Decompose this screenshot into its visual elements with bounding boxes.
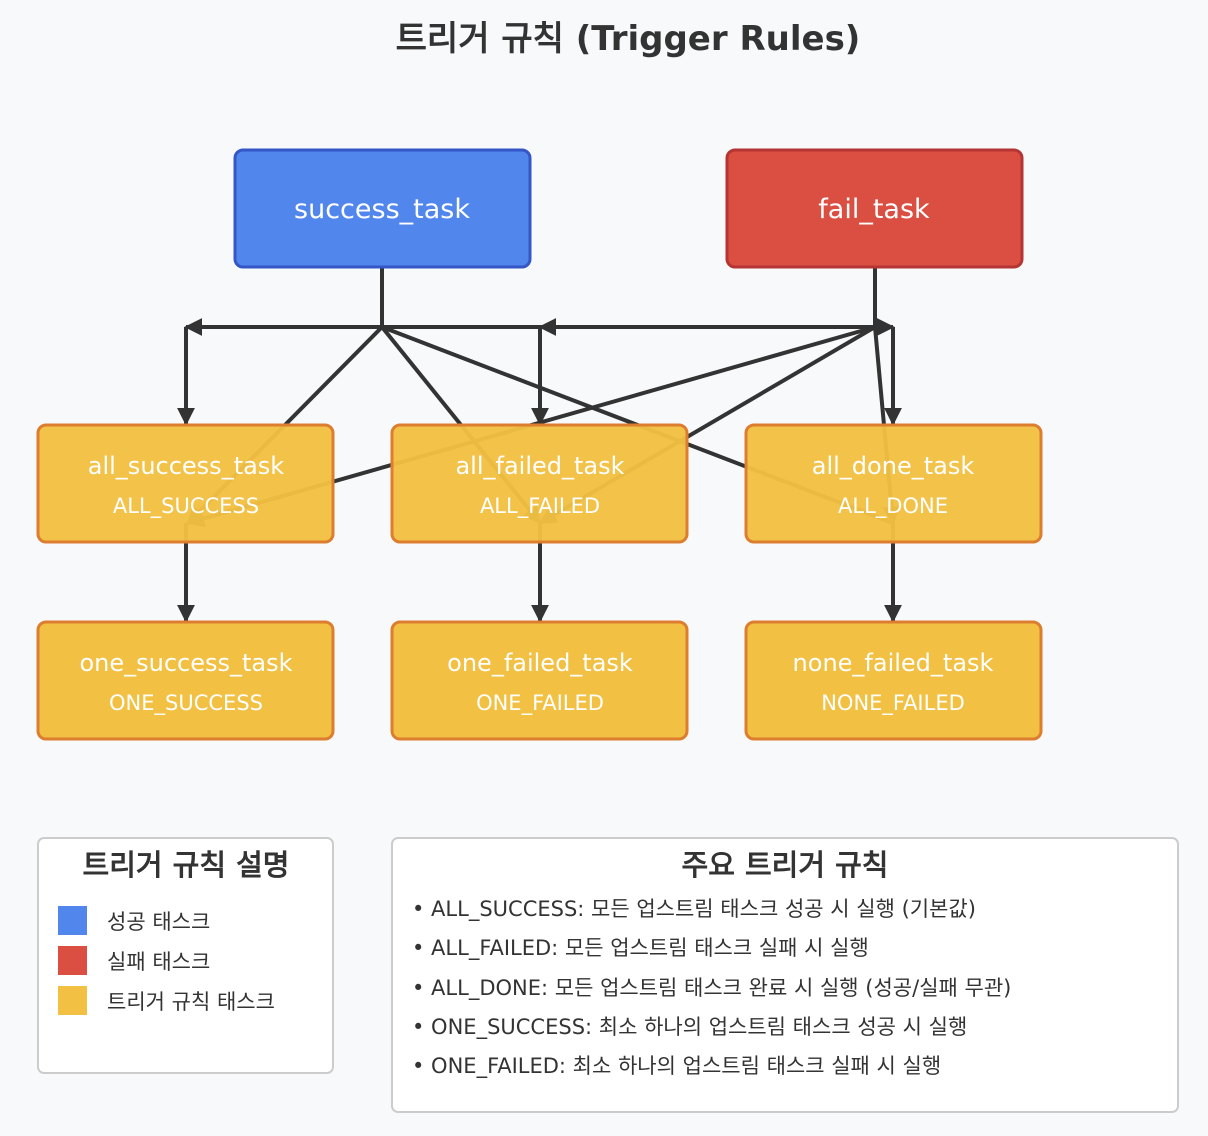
node-fail-task-label: fail_task <box>818 194 930 225</box>
node-one-success-task-label: one_success_task <box>79 649 292 677</box>
node-all-done-task-rule: ALL_DONE <box>838 494 948 519</box>
node-none-failed-task-label: none_failed_task <box>793 649 994 677</box>
legend-label-fail: 실패 태스크 <box>107 950 210 974</box>
node-all-failed-task-rule: ALL_FAILED <box>480 494 600 519</box>
rule-item-one-success: • ONE_SUCCESS: 최소 하나의 업스트림 태스크 성공 시 실행 <box>412 1015 967 1040</box>
node-one-failed-task-rule: ONE_FAILED <box>476 691 604 716</box>
node-all-success-task: all_success_task ALL_SUCCESS <box>36 423 335 544</box>
node-all-failed-task-label: all_failed_task <box>455 452 624 480</box>
node-all-done-task: all_done_task ALL_DONE <box>744 423 1043 544</box>
legend-item-fail: 실패 태스크 <box>58 946 210 975</box>
node-none-failed-task: none_failed_task NONE_FAILED <box>744 620 1043 741</box>
legend-title: 트리거 규칙 설명 <box>83 848 290 882</box>
legend-swatch-fail <box>58 946 87 975</box>
node-none-failed-task-rule: NONE_FAILED <box>821 691 965 716</box>
legend-swatch-trigger <box>58 986 87 1015</box>
legend-label-trigger: 트리거 규칙 태스크 <box>107 990 275 1014</box>
node-one-success-task-rule: ONE_SUCCESS <box>109 691 263 716</box>
node-all-failed-task: all_failed_task ALL_FAILED <box>390 423 689 544</box>
node-one-success-task: one_success_task ONE_SUCCESS <box>36 620 335 741</box>
node-all-success-task-rule: ALL_SUCCESS <box>113 494 259 519</box>
node-fail-task: fail_task <box>725 148 1024 269</box>
node-all-success-task-label: all_success_task <box>88 452 285 480</box>
node-one-failed-task: one_failed_task ONE_FAILED <box>390 620 689 741</box>
rule-item-one-failed: • ONE_FAILED: 최소 하나의 업스트림 태스크 실패 시 실행 <box>412 1054 941 1079</box>
node-success-task-label: success_task <box>294 194 470 225</box>
legend-item-success: 성공 태스크 <box>58 906 210 935</box>
node-one-failed-task-label: one_failed_task <box>447 649 633 677</box>
rule-item-all-success: • ALL_SUCCESS: 모든 업스트림 태스크 성공 시 실행 (기본값) <box>412 897 976 922</box>
rule-item-all-done: • ALL_DONE: 모든 업스트림 태스크 완료 시 실행 (성공/실패 무… <box>412 976 1011 1001</box>
legend-panel: 트리거 규칙 설명 성공 태스크 실패 태스크 트리거 규칙 태스크 <box>37 837 334 1074</box>
rules-panel: 주요 트리거 규칙 • ALL_SUCCESS: 모든 업스트림 태스크 성공 … <box>391 837 1179 1113</box>
legend-label-success: 성공 태스크 <box>107 910 210 934</box>
rule-item-all-failed: • ALL_FAILED: 모든 업스트림 태스크 실패 시 실행 <box>412 936 869 961</box>
legend-item-trigger: 트리거 규칙 태스크 <box>58 986 275 1015</box>
node-all-done-task-label: all_done_task <box>812 452 975 480</box>
node-success-task: success_task <box>233 148 532 269</box>
legend-swatch-success <box>58 906 87 935</box>
diagram-title: 트리거 규칙 (Trigger Rules) <box>396 19 861 59</box>
rules-panel-title: 주요 트리거 규칙 <box>682 848 889 882</box>
